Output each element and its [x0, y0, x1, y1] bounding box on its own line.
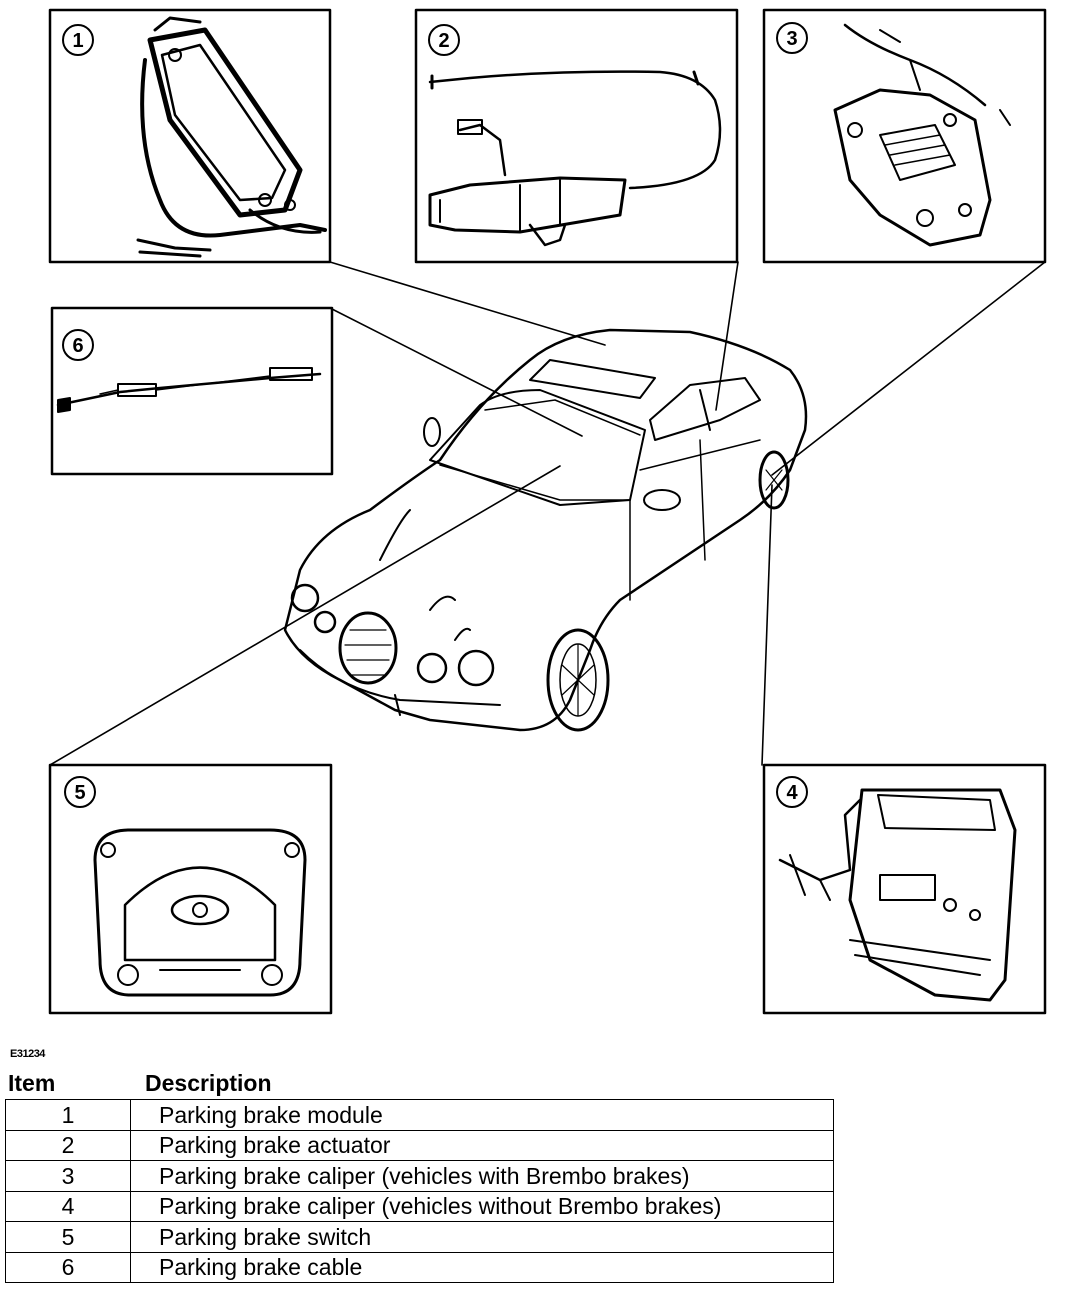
callout-6: 6: [62, 329, 94, 361]
brembo-caliper-illustration: [833, 23, 1011, 247]
panel-standard-caliper: 4: [762, 763, 1047, 1015]
legend-item-number: 2: [5, 1129, 131, 1161]
legend-header-description: Description: [145, 1070, 272, 1096]
legend-item-description: Parking brake actuator: [130, 1129, 834, 1161]
legend-row: 5 Parking brake switch: [5, 1221, 834, 1253]
callout-3: 3: [776, 22, 808, 54]
legend-item-description: Parking brake switch: [130, 1221, 834, 1253]
legend-row: 1 Parking brake module: [5, 1099, 834, 1131]
callout-5: 5: [64, 776, 96, 808]
module-illustration: [136, 16, 327, 258]
svg-text:5: 5: [74, 782, 85, 804]
legend-header-item: Item: [8, 1070, 56, 1096]
legend-item-number: 1: [5, 1099, 131, 1131]
panel-parking-brake-cable: 6: [50, 306, 334, 476]
figure-code: E31234: [10, 1048, 45, 1060]
svg-text:2: 2: [438, 30, 449, 52]
legend-item-description: Parking brake caliper (vehicles with Bre…: [130, 1160, 834, 1192]
legend-item-description: Parking brake module: [130, 1099, 834, 1131]
legend-item-number: 4: [5, 1190, 131, 1222]
panel-parking-brake-switch: 5: [48, 763, 333, 1015]
callout-2: 2: [428, 24, 460, 56]
legend-item-description: Parking brake cable: [130, 1251, 834, 1283]
panel-parking-brake-actuator: 2: [414, 8, 739, 264]
legend-item-number: 6: [5, 1251, 131, 1283]
legend-item-number: 5: [5, 1221, 131, 1253]
legend-item-description: Parking brake caliper (vehicles without …: [130, 1190, 834, 1222]
callout-1: 1: [62, 24, 94, 56]
standard-caliper-illustration: [778, 788, 1017, 1002]
legend-row: 3 Parking brake caliper (vehicles with B…: [5, 1160, 834, 1192]
actuator-illustration: [428, 70, 722, 247]
leader-lines: [49, 261, 1046, 766]
svg-text:4: 4: [786, 782, 798, 804]
legend-row: 4 Parking brake caliper (vehicles withou…: [5, 1190, 834, 1222]
switch-illustration: [93, 828, 307, 997]
svg-text:6: 6: [72, 335, 83, 357]
legend-table: 1 Parking brake module 2 Parking brake a…: [5, 1099, 834, 1283]
parking-brake-system-diagram: 1 2: [48, 8, 1047, 1015]
svg-text:1: 1: [72, 30, 83, 52]
panel-brembo-caliper: 3: [762, 8, 1047, 264]
legend-row: 2 Parking brake actuator: [5, 1129, 834, 1161]
car-illustration: [283, 328, 808, 732]
legend-row: 6 Parking brake cable: [5, 1251, 834, 1283]
legend-item-number: 3: [5, 1160, 131, 1192]
cable-illustration: [56, 367, 322, 413]
panel-parking-brake-module: 1: [48, 8, 332, 264]
callout-4: 4: [776, 776, 808, 808]
svg-text:3: 3: [786, 28, 797, 50]
